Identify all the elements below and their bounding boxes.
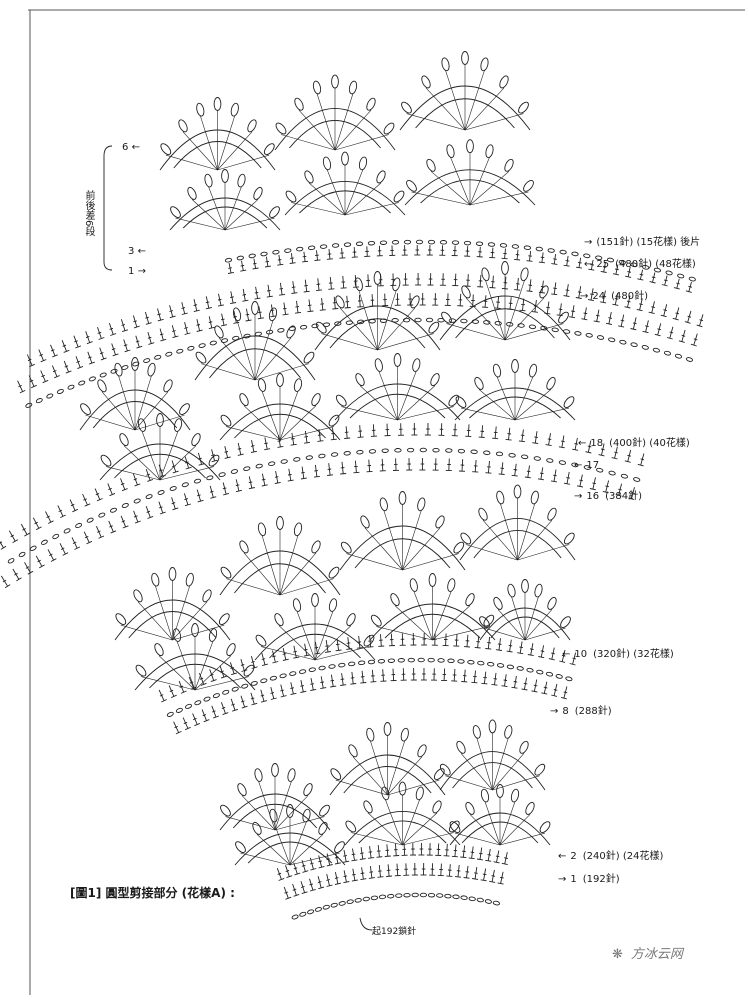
fan-s1-2 [329,722,446,796]
fan-s3-5 [99,413,221,481]
starting-chain-note: 起192鎖針 [372,927,417,937]
fan-s2-1 [114,567,231,641]
row-band-0 [291,892,501,920]
fan-s1-3 [439,719,546,791]
fan-s3-1 [79,357,191,431]
row-band-2 [276,843,508,881]
rows-difference-note: 前後差6段 [83,190,94,237]
fan-s2-4 [459,484,576,561]
fan-s2-7 [369,573,496,641]
fan-s2-6 [254,593,376,661]
side-bracket [103,145,113,271]
row-band-1 [283,862,504,900]
row-band-24 [17,293,698,394]
right-label-back-piece: →(151針) (15花樣) 後片 [584,237,701,248]
fan-top-6 [404,139,536,206]
fan-s3-6 [219,373,341,441]
right-label-row-2: ←2(240針) (24花樣) [558,851,664,862]
fan-top-4 [169,169,281,231]
row-band-23 [25,317,694,408]
right-label-row-25: ←25(480針) (48花樣) [584,259,696,270]
row-band-top-2 [224,239,696,282]
fan-s3-4 [439,261,571,341]
fan-s3-7 [334,353,461,421]
fan-s3-8 [454,359,576,421]
row-band-17 [7,447,641,564]
watermark-logo-icon: ❋ [612,947,623,962]
fan-s2-3 [339,491,466,571]
right-label-row-8: →8(288針) [550,706,612,717]
left-row-label-6: 6 ← [122,142,140,153]
fan-top-5 [284,151,406,216]
watermark: ❋方冰云网 [612,947,683,962]
fan-s3-2 [194,301,316,381]
fan-top-1 [159,97,276,171]
right-label-row-18: ←18(400針) (40花樣) [578,438,690,449]
figure-title: [圖1] 圓型剪接部分 (花樣A) : [70,886,235,900]
fan-s1-5 [344,781,461,846]
right-label-row-10: ←10(320針) (32花樣) [562,649,674,660]
right-label-row-1: →1(192針) [558,874,620,885]
right-label-row-17: ←17 [574,460,600,471]
left-row-label-3: 3 ← [128,246,146,257]
row-band-25 [26,273,704,368]
row-band-18 [0,422,645,550]
right-label-row-16: →16(384針) [574,491,643,502]
row-band-top-1 [227,244,693,293]
fan-top-2 [274,74,396,151]
fan-s2-8 [479,579,571,641]
fan-s1-1 [219,763,331,831]
fan-s3-3 [314,271,441,351]
fan-s2-5 [134,623,256,691]
start-chain-pointer [359,917,373,931]
right-label-row-24: →24(480針) [580,291,649,302]
left-row-label-1: 1 → [128,266,146,277]
row-band-16 [0,458,635,589]
row-band-9 [166,657,573,717]
fan-s1-6 [449,784,551,846]
row-band-8 [173,667,568,735]
fan-s1-4 [234,804,346,866]
fan-top-3 [399,51,531,131]
fan-s2-2 [219,516,341,596]
